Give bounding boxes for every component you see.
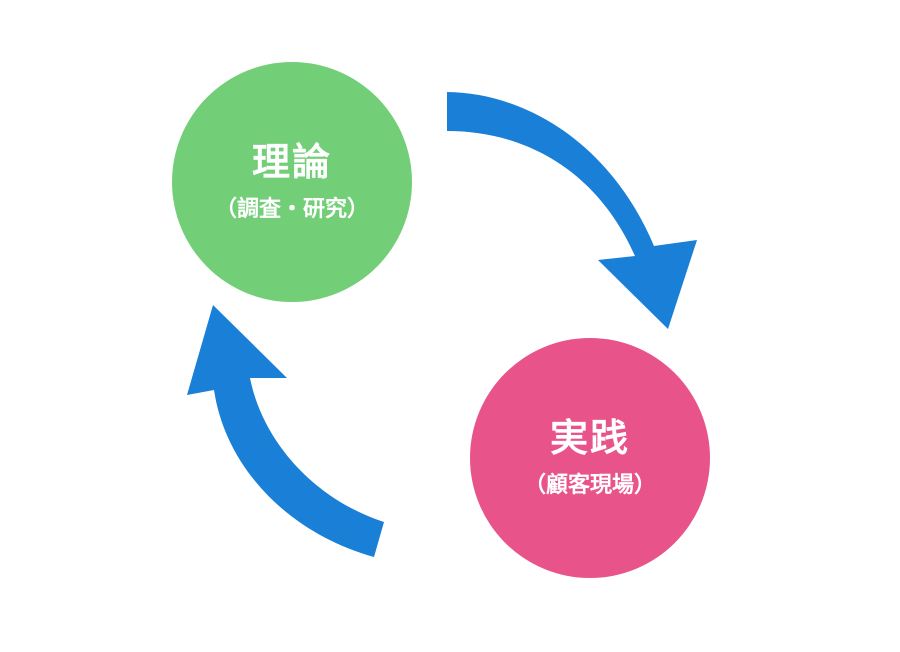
- arrow-theory-to-practice: [447, 92, 697, 329]
- practice-subtitle: （顧客現場）: [523, 472, 656, 498]
- theory-circle: 理論 （調査・研究）: [172, 62, 412, 302]
- theory-subtitle: （調査・研究）: [214, 196, 369, 222]
- theory-title: 理論: [251, 139, 332, 184]
- practice-circle: 実践 （顧客現場）: [470, 338, 710, 578]
- arrow-practice-to-theory: [187, 305, 384, 557]
- practice-title: 実践: [549, 415, 630, 460]
